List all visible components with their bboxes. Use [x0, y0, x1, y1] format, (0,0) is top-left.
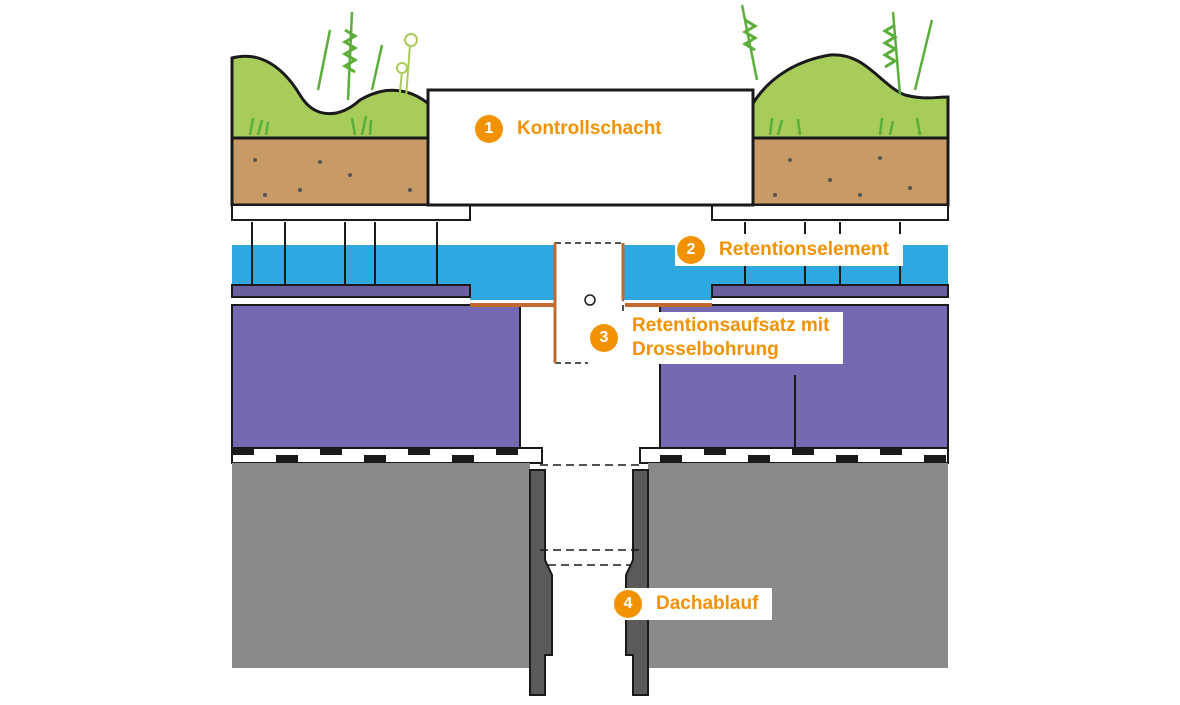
soil-layer-left — [230, 136, 432, 207]
retention-base-right — [711, 284, 949, 298]
retention-block-left — [231, 304, 521, 449]
control-shaft — [426, 88, 755, 207]
callout-number-1: 1 — [475, 115, 503, 143]
drain-dash-lines — [540, 464, 640, 566]
vegetation-right — [750, 53, 950, 142]
callout-label-2: Retentionselement — [719, 239, 889, 260]
callout-label-4: Dachablauf — [656, 593, 759, 614]
soil-particles — [253, 156, 912, 197]
roof-slab-left — [232, 463, 530, 668]
roof-slab-right — [648, 463, 948, 668]
filter-layer-right — [711, 204, 949, 221]
sealing-pattern — [232, 448, 946, 462]
callout-retentionsaufsatz: 3 Retentionsaufsatz mit Drosselbohrung — [588, 312, 844, 364]
roof-drain-left-wall — [529, 469, 553, 696]
callout-number-2: 2 — [677, 236, 705, 264]
soil-layer-right — [750, 136, 950, 207]
callout-number-4: 4 — [614, 590, 642, 618]
callout-dachablauf: 4 Dachablauf — [612, 588, 773, 620]
retention-base-left — [231, 284, 471, 298]
callout-label-1: Kontrollschacht — [517, 118, 662, 139]
roof-drain-right-wall — [625, 469, 649, 696]
throttle-bore — [584, 294, 596, 306]
flower-stalks — [396, 33, 418, 111]
callout-retentionselement: 2 Retentionselement — [675, 234, 903, 266]
callout-label-3: Retentionsaufsatz mit Drosselbohrung — [632, 315, 830, 360]
callout-kontrollschacht: 1 Kontrollschacht — [475, 115, 662, 143]
callout-number-3: 3 — [590, 324, 618, 352]
fern-leaves — [342, 18, 898, 74]
retention-water-left — [232, 245, 470, 285]
filter-layer-left — [231, 204, 471, 221]
